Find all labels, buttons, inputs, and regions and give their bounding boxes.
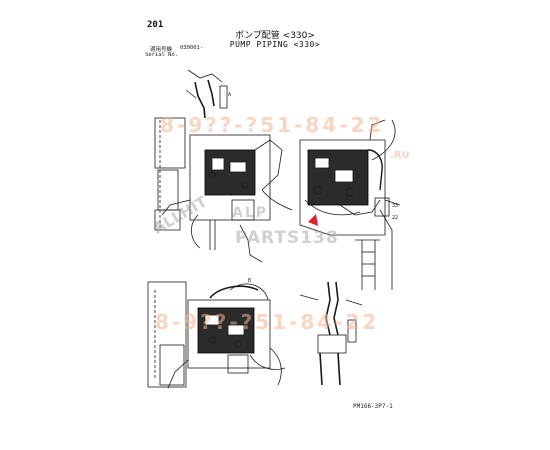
- hose-detail-bottom-right: [299, 281, 363, 386]
- highlight-marker: [308, 214, 318, 226]
- serial-label-japanese: 適用号機: [150, 47, 173, 53]
- drawing-code: PM166-3P7-1: [353, 403, 393, 410]
- pump-assembly-upper-left: [154, 117, 293, 263]
- pump-detail-right: [299, 119, 401, 236]
- callout-label-a: A: [228, 92, 232, 98]
- callout-label-33: 33: [392, 203, 399, 209]
- serial-label-english: Serial No.: [145, 52, 179, 58]
- serial-number-value: 030001-: [180, 45, 204, 51]
- page-title-japanese: ポンプ配管 <330>: [235, 31, 315, 41]
- callout-label-b: B: [248, 278, 252, 284]
- frame-rail-right: [355, 209, 393, 290]
- page-number: 201: [147, 20, 164, 30]
- callout-label-22: 22: [392, 215, 399, 221]
- pump-assembly-bottom-left: [147, 281, 286, 389]
- hose-detail-top-left: [185, 69, 228, 119]
- page-title-english: PUMP PIPING <330>: [229, 40, 321, 49]
